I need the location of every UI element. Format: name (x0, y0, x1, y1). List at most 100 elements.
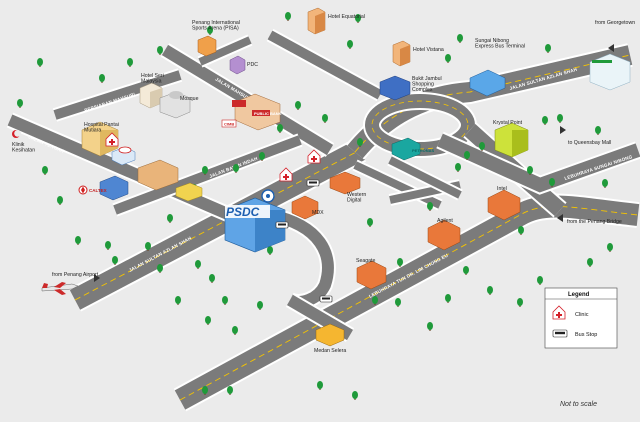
tree-icon (542, 116, 548, 125)
building-esso-station (111, 146, 136, 166)
tree-icon (445, 294, 451, 303)
legend: Legend Clinic Bus Stop (544, 287, 618, 349)
road-persiaran-mahsuri (52, 68, 183, 122)
label-agilent: Agilent (437, 218, 453, 224)
building-mdx (291, 195, 319, 220)
tree-icon (607, 243, 613, 252)
tree-icon (602, 179, 608, 188)
building-petronas-station (391, 137, 421, 161)
tree-icon (127, 58, 133, 67)
label-from-penang-bridge: from the Penang Bridge (567, 219, 622, 225)
label-medan-selera: Medan Selera (314, 348, 346, 354)
direction-arrows (94, 44, 614, 282)
arrow-icon (557, 214, 563, 222)
building-pisa (197, 35, 217, 57)
tree-icon (455, 163, 461, 172)
road-jalan-bayan-indah (112, 133, 303, 217)
building-bank-cluster (221, 93, 281, 131)
label-cimb: CIMB (224, 122, 234, 127)
tree-icon (352, 391, 358, 400)
legend-clinic-icon (552, 305, 566, 320)
tree-icon (395, 298, 401, 307)
tree-icon (445, 54, 451, 63)
building-medan-selera (315, 323, 345, 347)
label-petronas: PETRONAS (412, 148, 435, 153)
building-western-digital (329, 171, 361, 195)
tree-icon (427, 322, 433, 331)
tree-icon (202, 166, 208, 175)
tree-icon (295, 101, 301, 110)
tree-icon (209, 274, 215, 283)
tree-icon (259, 152, 265, 161)
tree-icon (145, 242, 151, 251)
scale-note: Not to scale (560, 401, 597, 408)
building-psdc (224, 189, 286, 253)
tree-icon (205, 316, 211, 325)
building-sungai-nibong-terminal (469, 69, 506, 97)
label-from-georgetown: from Georgetown (595, 20, 635, 26)
tree-icon (517, 298, 523, 307)
tree-icon (487, 286, 493, 295)
tree-icon (42, 166, 48, 175)
arrow-icon (94, 274, 100, 282)
airplane-icon (41, 282, 79, 295)
tree-icon (277, 124, 283, 133)
label-to-queensbay: to Queensbay Mall (568, 140, 611, 146)
clinic-icon (307, 149, 321, 164)
label-psdc: PSDC (226, 205, 260, 219)
label-seagate: Seagate (356, 258, 375, 264)
label-intel: Intel (497, 186, 507, 192)
road-minor-links (197, 34, 463, 211)
label-hotel-equatorial: Hotel Equatorial (328, 14, 365, 20)
bus-stop-icon (319, 295, 333, 303)
map-markers (12, 130, 333, 303)
clinic-icon (279, 167, 293, 182)
label-hotel-vistana: Hotel Vistana (413, 47, 444, 53)
legend-title: Legend (568, 292, 590, 298)
building-intel (487, 189, 521, 221)
tree-icon (545, 44, 551, 53)
building-seagate (356, 260, 387, 290)
tree-icon (105, 241, 111, 250)
tree-icon (285, 12, 291, 21)
buildings: PUBLIC BANK CIMB (78, 7, 631, 347)
tree-icon (267, 246, 273, 255)
tree-icon (167, 214, 173, 223)
red-crescent-icon (12, 130, 21, 138)
building-hotel-seri-malaysia (139, 82, 163, 109)
building-agilent (427, 219, 461, 251)
tree-icon (479, 142, 485, 151)
tree-icon (317, 381, 323, 390)
tree-icon (207, 26, 213, 35)
building-mosque (159, 91, 191, 119)
tree-icon (355, 14, 361, 23)
tree-icon (233, 164, 239, 173)
tree-icon (587, 258, 593, 267)
building-caltex (78, 175, 129, 201)
tree-icon (37, 58, 43, 67)
tree-icon (549, 178, 555, 187)
road-lebuhraya-sungai-nibong (436, 131, 640, 195)
label-public-bank: PUBLIC BANK (254, 111, 282, 116)
building-bukit-jambul (379, 75, 411, 101)
building-krystal-point (494, 122, 529, 158)
tree-icon (537, 276, 543, 285)
tree-icon (17, 99, 23, 108)
label-krystal-point: Krystal Point (493, 120, 523, 126)
arrow-icon (560, 126, 566, 134)
bus-stop-icon (275, 221, 289, 229)
tree-icon (357, 138, 363, 147)
tree-icon (457, 34, 463, 43)
tree-icon (232, 326, 238, 335)
tree-icon (463, 266, 469, 275)
arrow-icon (608, 44, 614, 52)
tree-icon (157, 264, 163, 273)
tree-icon (195, 260, 201, 269)
